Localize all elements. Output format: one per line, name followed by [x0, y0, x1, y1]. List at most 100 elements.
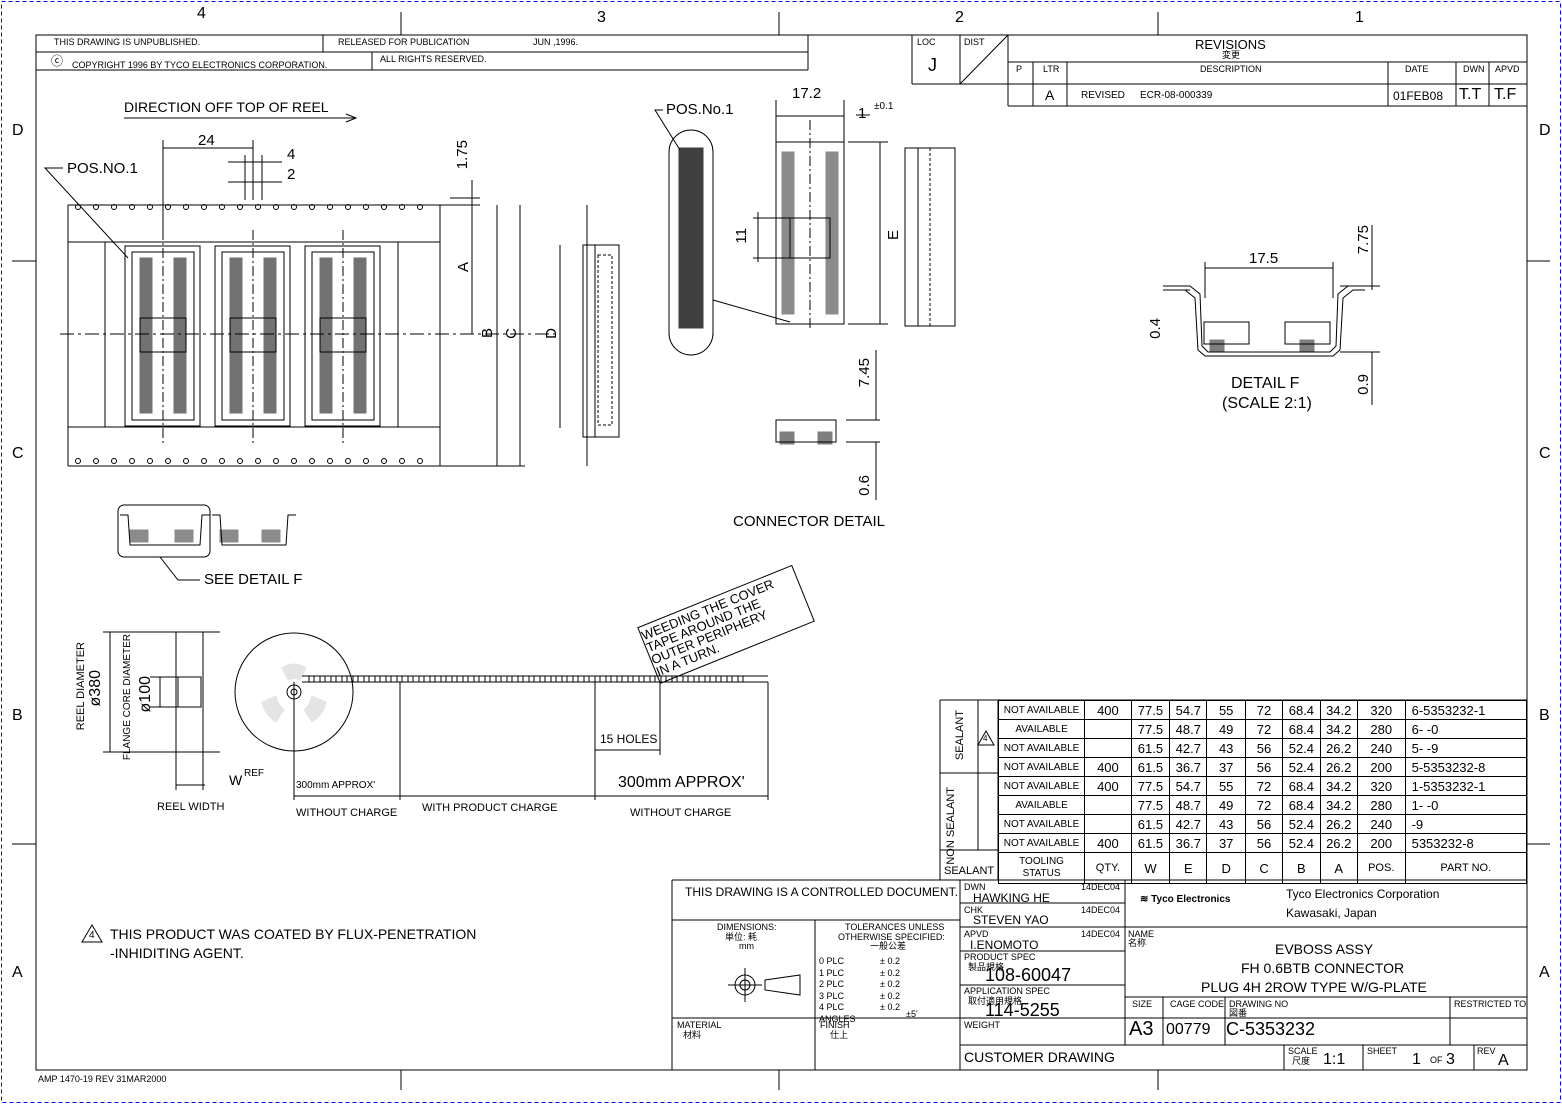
header-part: PART NO. [1404, 852, 1528, 884]
rights-note: ALL RIGHTS RESERVED. [380, 54, 487, 64]
parts-cell: 42.7 [1169, 814, 1208, 834]
see-detail-f: SEE DETAIL F [204, 571, 303, 588]
parts-cell: 77.5 [1130, 700, 1171, 720]
header-status: STATUS [1022, 868, 1061, 879]
plc-val-0: ± 0.2 [880, 956, 900, 966]
scale-label: SCALE [1288, 1046, 1318, 1056]
parts-cell: 68.4 [1282, 776, 1321, 796]
header-b: B [1282, 852, 1321, 884]
customer-drawing: CUSTOMER DRAWING [964, 1049, 1115, 1065]
parts-cell: 26.2 [1319, 738, 1358, 758]
parts-cell [1084, 719, 1132, 739]
parts-cell: 49 [1206, 795, 1246, 815]
tolerances-jp: 一般公差 [870, 941, 907, 951]
approx-right: 300mm APPROX' [618, 774, 745, 791]
zone-top-3: 3 [597, 9, 606, 26]
rev-head-apvd: APVD [1495, 64, 1520, 74]
chk-name: STEVEN YAO [973, 913, 1049, 927]
header-d: D [1206, 852, 1246, 884]
parts-cell: 26.2 [1319, 814, 1358, 834]
size-label: SIZE [1132, 999, 1153, 1009]
revisions-title-jp: 変更 [1222, 50, 1241, 60]
dim-1: 1 [858, 105, 867, 122]
controlled-document: THIS DRAWING IS A CONTROLLED DOCUMENT. [685, 885, 958, 899]
parts-cell: 42.7 [1169, 738, 1208, 758]
drawing-label: DRAWING NO [1229, 999, 1289, 1009]
app-spec-value: 114-5255 [985, 1000, 1060, 1020]
sheet-value: 1 [1412, 1051, 1421, 1068]
part-number-cell: 1-5353232-1 [1404, 776, 1528, 796]
dim-2: 2 [287, 166, 296, 183]
dim-c: C [503, 328, 520, 339]
rev-dwn: T.T [1459, 86, 1482, 103]
sheet-of: OF [1430, 1055, 1443, 1065]
parts-cell: 72 [1244, 700, 1284, 720]
plc-val-3: ± 0.2 [880, 990, 900, 1001]
connector-outline [668, 129, 714, 356]
parts-cell: 54.7 [1169, 700, 1208, 720]
sheet-total: 3 [1446, 1051, 1455, 1068]
parts-cell: 52.4 [1282, 833, 1321, 853]
parts-cell: 200 [1356, 757, 1406, 777]
finish-jp: 仕上 [830, 1030, 849, 1040]
parts-cell: 48.7 [1169, 795, 1208, 815]
parts-cell: 26.2 [1319, 833, 1358, 853]
product-spec-jp: 製品規格 [968, 962, 1005, 972]
parts-cell: 48.7 [1169, 719, 1208, 739]
tooling-status-cell: NOT AVAILABLE [997, 833, 1086, 853]
part-number-cell: 5353232-8 [1404, 833, 1528, 853]
part-number-cell: 5-5353232-8 [1404, 757, 1528, 777]
header-a: A [1319, 852, 1358, 884]
parts-cell: 37 [1206, 833, 1246, 853]
zone-left-b: B [12, 707, 23, 724]
rev-revised: REVISED [1081, 90, 1125, 101]
detail-f-title: DETAIL F [1231, 375, 1300, 392]
parts-cell: 280 [1356, 795, 1406, 815]
name-label: NAME [1128, 929, 1155, 939]
zone-right-a: A [1539, 964, 1550, 981]
chk-date: 14DEC04 [1081, 905, 1121, 915]
parts-cell: 68.4 [1282, 719, 1321, 739]
dim-24: 24 [198, 132, 215, 149]
zone-left-c: C [12, 445, 24, 462]
flange-core-label: FLANGE CORE DIAMETER [122, 634, 133, 761]
zone-right-b: B [1539, 707, 1550, 724]
header-e: E [1169, 852, 1208, 884]
dim-4: 4 [287, 146, 296, 163]
company-city: Kawasaki, Japan [1286, 906, 1377, 920]
app-spec-jp: 取付適用規格 [968, 996, 1023, 1006]
parts-cell: 68.4 [1282, 700, 1321, 720]
weight-label: WEIGHT [964, 1020, 1000, 1030]
loc-value: J [928, 55, 937, 75]
dim-a: A [455, 262, 472, 273]
zone-top-1: 1 [1355, 9, 1364, 26]
part-number-cell: 1- -0 [1404, 795, 1528, 815]
direction-label: DIRECTION OFF TOP OF REEL [124, 99, 329, 115]
part-number-cell: 5- -9 [1404, 738, 1528, 758]
company-name: Tyco Electronics Corporation [1286, 887, 1440, 901]
tooling-status-cell: NOT AVAILABLE [997, 776, 1086, 796]
tape-pockets [124, 230, 381, 445]
plc-val-1: ± 0.2 [880, 967, 900, 978]
parts-cell [1084, 814, 1132, 834]
zone-right-c: C [1539, 445, 1551, 462]
flange-core-value: ø100 [137, 676, 154, 713]
dwn-date: 14DEC04 [1081, 882, 1121, 892]
non-sealant-group-label: NON SEALANT [945, 787, 957, 865]
parts-cell: 77.5 [1130, 719, 1171, 739]
loc-label: LOC [917, 37, 936, 47]
holes-label: 15 HOLES [600, 732, 658, 746]
header-tooling: TOOLING [1019, 856, 1064, 867]
angles-label: ANGLES [819, 1013, 856, 1024]
drawing-jp: 図番 [1229, 1008, 1248, 1018]
parts-cell: 200 [1356, 833, 1406, 853]
tape-pitch [308, 675, 744, 683]
apvd-name: I.ENOMOTO [970, 938, 1039, 952]
parts-cell: 56 [1244, 833, 1284, 853]
title-line-1: EVBOSS ASSY [1275, 941, 1374, 957]
